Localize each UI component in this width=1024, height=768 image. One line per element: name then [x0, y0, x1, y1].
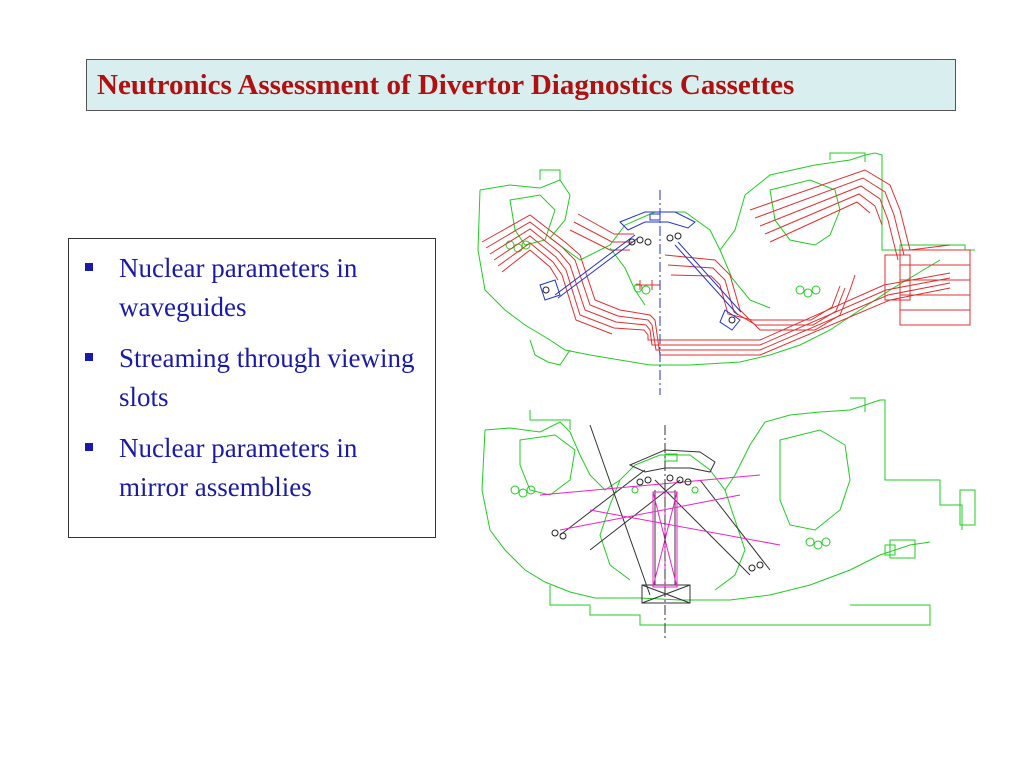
- bullet-item: Streaming through viewing slots: [85, 339, 425, 417]
- title-box: Neutronics Assessment of Divertor Diagno…: [86, 59, 956, 111]
- upper-black-mirrors: [542, 232, 736, 324]
- cassette-drawings: [477, 152, 976, 640]
- bullet-text: Nuclear parameters in waveguides: [119, 253, 358, 322]
- lower-magenta-sightlines: [539, 474, 781, 588]
- upper-blue-optics: [539, 211, 742, 331]
- bullet-item: Nuclear parameters in waveguides: [85, 249, 425, 327]
- bullet-item: Nuclear parameters in mirror assemblies: [85, 429, 425, 507]
- upper-red-waveguides: [481, 169, 971, 356]
- lower-green-structure: [481, 397, 976, 626]
- square-bullet-icon: [85, 353, 93, 361]
- bullet-box: Nuclear parameters in waveguides Streami…: [68, 238, 436, 538]
- upper-cassette-drawing: [477, 152, 975, 395]
- square-bullet-icon: [85, 443, 93, 451]
- square-bullet-icon: [85, 263, 93, 271]
- bullet-text: Streaming through viewing slots: [119, 343, 415, 412]
- lower-cassette-drawing: [481, 397, 976, 640]
- bullet-text: Nuclear parameters in mirror assemblies: [119, 433, 358, 502]
- slide-title: Neutronics Assessment of Divertor Diagno…: [97, 69, 795, 101]
- lower-black-sightlines: [559, 424, 771, 604]
- lower-black-mirrors: [551, 453, 764, 572]
- bullet-list: Nuclear parameters in waveguides Streami…: [85, 249, 425, 519]
